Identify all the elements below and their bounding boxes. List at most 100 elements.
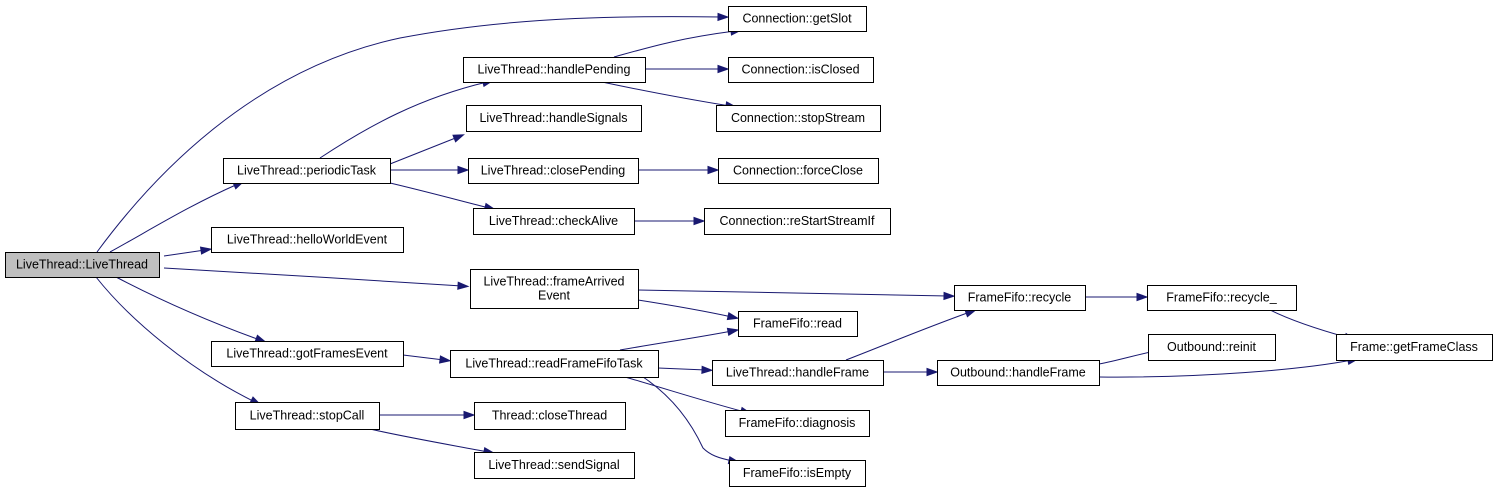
edge-n19-to-n24 <box>642 376 734 462</box>
node-framefifo-recycle[interactable]: FrameFifo::recycle_ <box>1147 285 1297 311</box>
edge-n0-to-n5 <box>95 276 256 403</box>
node-connection-stopstream[interactable]: Connection::stopStream <box>716 105 881 132</box>
node-label: FrameFifo::recycle <box>968 290 1072 304</box>
node-label: Thread::closeThread <box>492 408 607 422</box>
node-box <box>738 311 858 337</box>
edge-n1-to-n13 <box>389 182 490 209</box>
arrowhead-n19-to-n18 <box>726 327 740 336</box>
node-box <box>474 402 626 430</box>
node-box <box>937 360 1100 386</box>
node-label: Connection::getSlot <box>742 11 852 25</box>
node-label: Outbound::handleFrame <box>950 365 1086 379</box>
arrowhead-n1-to-n10 <box>452 134 465 143</box>
node-label: Frame::getFrameClass <box>1350 340 1478 354</box>
node-box <box>450 350 659 378</box>
edge-n4-to-n19 <box>402 354 445 361</box>
node-livethread-helloworldevent[interactable]: LiveThread::helloWorldEvent <box>211 227 404 253</box>
node-label: LiveThread::checkAlive <box>489 214 618 228</box>
node-box <box>728 6 867 32</box>
node-box <box>704 208 891 235</box>
node-box <box>718 158 879 184</box>
node-box <box>712 360 884 386</box>
node-label: LiveThread::readFrameFifoTask <box>465 356 643 370</box>
node-box <box>5 252 160 278</box>
arrowhead-n20-to-n21 <box>926 367 939 377</box>
edge-n21-to-n17 <box>1098 359 1353 378</box>
edge-n0-to-n3 <box>163 267 463 287</box>
node-box <box>473 208 635 235</box>
node-frame-getframeclass[interactable]: Frame::getFrameClass <box>1336 334 1493 361</box>
edges-layer <box>95 12 1360 465</box>
node-box <box>1148 334 1276 361</box>
node-livethread-closepending[interactable]: LiveThread::closePending <box>468 158 639 184</box>
node-framefifo-diagnosis[interactable]: FrameFifo::diagnosis <box>725 410 870 437</box>
arrowhead-n4-to-n19 <box>439 355 452 364</box>
edge-n1-to-n7 <box>319 81 488 159</box>
arrowhead-n1-to-n11 <box>457 165 470 175</box>
node-box <box>474 452 635 479</box>
node-livethread-gotframesevent[interactable]: LiveThread::gotFramesEvent <box>211 341 404 367</box>
node-livethread-handlesignals[interactable]: LiveThread::handleSignals <box>466 105 642 132</box>
node-box <box>470 269 639 309</box>
node-livethread-livethread[interactable]: LiveThread::LiveThread <box>5 252 160 278</box>
edge-n7-to-n6 <box>613 30 736 58</box>
node-label: LiveThread::closePending <box>481 163 626 177</box>
node-livethread-handleframe[interactable]: LiveThread::handleFrame <box>712 360 884 386</box>
node-livethread-sendsignal[interactable]: LiveThread::sendSignal <box>474 452 635 479</box>
node-label: LiveThread::handleFrame <box>726 365 869 379</box>
arrowhead-n19-to-n20 <box>701 365 714 375</box>
node-label: Outbound::reinit <box>1167 340 1256 354</box>
node-framefifo-read[interactable]: FrameFifo::read <box>738 311 858 337</box>
node-box <box>223 158 391 184</box>
node-livethread-stopcall[interactable]: LiveThread::stopCall <box>235 402 380 430</box>
arrowhead-n15-to-n16 <box>1136 292 1149 302</box>
node-label: FrameFifo::read <box>753 316 842 330</box>
node-connection-isclosed[interactable]: Connection::isClosed <box>728 57 874 83</box>
edge-n19-to-n20 <box>657 367 707 371</box>
node-livethread-checkalive[interactable]: LiveThread::checkAlive <box>473 208 635 235</box>
arrowhead-n0-to-n3 <box>457 281 470 290</box>
node-outbound-handleframe[interactable]: Outbound::handleFrame <box>937 360 1100 386</box>
node-label: LiveThread::periodicTask <box>237 163 377 177</box>
node-box <box>235 402 380 430</box>
node-label: FrameFifo::isEmpty <box>743 466 852 480</box>
node-connection-forceclose[interactable]: Connection::forceClose <box>718 158 879 184</box>
edge-n7-to-n9 <box>601 81 731 107</box>
node-label: LiveThread::stopCall <box>250 408 365 422</box>
node-label: Connection::reStartStreamIf <box>720 214 875 228</box>
edge-n0-to-n4 <box>115 276 261 341</box>
node-label: LiveThread::LiveThread <box>16 257 148 271</box>
node-box <box>211 341 404 367</box>
node-connection-restartstreamif[interactable]: Connection::reStartStreamIf <box>704 208 891 235</box>
node-label: Connection::isClosed <box>741 62 859 76</box>
node-box <box>954 285 1086 311</box>
node-box <box>211 227 404 253</box>
node-box <box>463 57 646 83</box>
arrowhead-n13-to-n14 <box>693 216 706 226</box>
node-label: Connection::stopStream <box>731 111 865 125</box>
node-connection-getslot[interactable]: Connection::getSlot <box>728 6 867 32</box>
arrowhead-n0-to-n6 <box>717 12 730 22</box>
node-livethread-handlepending[interactable]: LiveThread::handlePending <box>463 57 646 83</box>
edge-n19-to-n23 <box>624 376 746 413</box>
node-framefifo-isempty[interactable]: FrameFifo::isEmpty <box>729 460 866 487</box>
node-box <box>468 158 639 184</box>
node-livethread-readframefifotask[interactable]: LiveThread::readFrameFifoTask <box>450 350 659 378</box>
edge-n19-to-n18 <box>619 330 733 351</box>
edge-n16-to-n17 <box>1269 309 1350 339</box>
node-label: LiveThread::handleSignals <box>479 111 627 125</box>
edge-n1-to-n10 <box>389 136 459 165</box>
node-box <box>466 105 642 132</box>
arrowhead-n3-to-n18 <box>726 311 740 321</box>
edge-n0-to-n2 <box>163 249 206 257</box>
edge-n5-to-n26 <box>369 428 489 453</box>
node-framefifo-recycle[interactable]: FrameFifo::recycle <box>954 285 1086 311</box>
arrowhead-n3-to-n15 <box>943 291 956 301</box>
node-thread-closethread[interactable]: Thread::closeThread <box>474 402 626 430</box>
node-livethread-periodictask[interactable]: LiveThread::periodicTask <box>223 158 391 184</box>
node-label: LiveThread::helloWorldEvent <box>227 232 388 246</box>
arrowhead-n11-to-n12 <box>707 165 720 175</box>
node-outbound-reinit[interactable]: Outbound::reinit <box>1148 334 1276 361</box>
